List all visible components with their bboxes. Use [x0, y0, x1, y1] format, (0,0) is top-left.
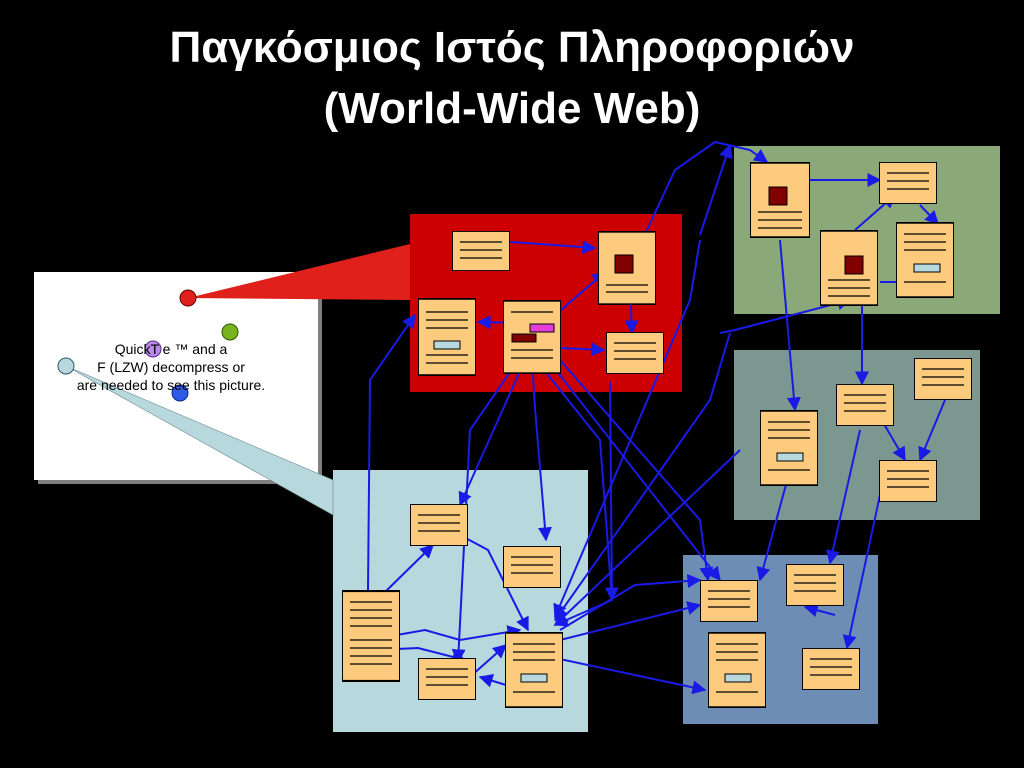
doc-red-5 — [606, 332, 664, 374]
placeholder-line-3: are needed to see this picture. — [76, 377, 266, 393]
slide-title-english: (World-Wide Web) — [323, 84, 701, 133]
image-lb-5 — [520, 673, 548, 683]
doc-blue-4 — [802, 648, 860, 690]
doc-red-1 — [452, 231, 510, 271]
image-red-3 — [433, 340, 461, 350]
picture-box — [34, 272, 318, 480]
slide-title-greek: Παγκόσμιος Ιστός Πληροφοριών — [169, 23, 855, 72]
doc-text-lines — [350, 172, 964, 693]
blue-dot — [171, 384, 189, 402]
anchor-red-4-magenta — [529, 323, 555, 333]
doc-grey-1 — [836, 384, 894, 426]
doc-lb-1 — [410, 504, 468, 546]
doc-blue-2 — [700, 580, 758, 622]
green-dot — [221, 323, 239, 341]
anchor-green-3 — [844, 255, 864, 275]
doc-grey-4 — [879, 460, 937, 502]
placeholder-line-2: F (LZW) decompress or — [97, 359, 245, 375]
doc-lb-3 — [342, 590, 400, 682]
callout-red — [188, 244, 410, 300]
anchor-red-2 — [614, 254, 634, 274]
lightblue-dot — [57, 357, 75, 375]
placeholder-line-1: QuickT e ™ and a — [114, 341, 228, 357]
doc-lb-4 — [418, 658, 476, 700]
doc-lb-2 — [503, 546, 561, 588]
red-dot — [179, 289, 197, 307]
anchor-green-1 — [768, 186, 788, 206]
image-blue-3 — [724, 673, 752, 683]
image-grey-3 — [776, 452, 804, 462]
image-green-4 — [913, 263, 941, 273]
doc-blue-1 — [786, 564, 844, 606]
anchor-red-4-dark — [511, 333, 537, 343]
doc-green-2 — [879, 162, 937, 204]
callout-lightblue — [65, 365, 334, 516]
picture-placeholder-text: QuickT e ™ and a F (LZW) decompress or a… — [36, 340, 306, 394]
doc-grey-2 — [914, 358, 972, 400]
purple-dot — [144, 340, 162, 358]
doc-red-3 — [418, 298, 476, 376]
